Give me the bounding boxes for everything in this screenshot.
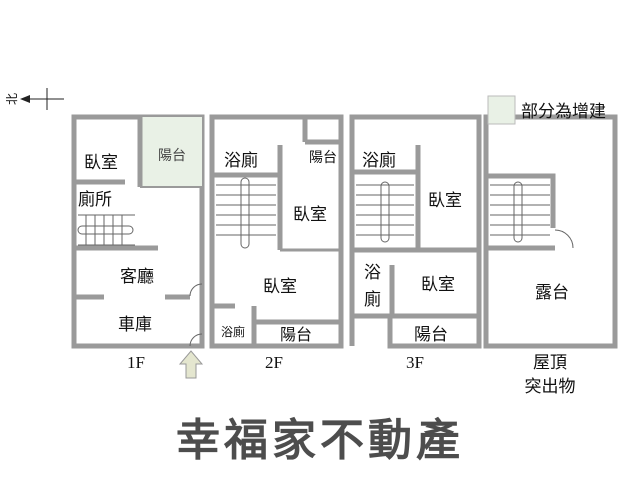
3f-bathroom: 浴廁 bbox=[362, 150, 396, 171]
legend-label: 部分為增建 bbox=[521, 102, 606, 122]
1f-label: 1F bbox=[127, 353, 145, 372]
1f-living-room: 客廳 bbox=[120, 267, 154, 287]
1f-stairs bbox=[77, 214, 135, 246]
2f-bathroom: 浴廁 bbox=[224, 150, 258, 171]
roof-door bbox=[554, 229, 574, 249]
3f-label: 3F bbox=[406, 353, 424, 372]
watermark: 幸福家不動產 bbox=[176, 415, 464, 466]
roof-label-line1: 屋頂 bbox=[533, 353, 567, 372]
stairs bbox=[77, 177, 574, 347]
2f-bedroom-right: 臥室 bbox=[293, 205, 327, 225]
1f-toilet: 廁所 bbox=[78, 189, 112, 210]
1f-doors bbox=[189, 283, 203, 347]
2f-balcony-bottom: 陽台 bbox=[280, 325, 312, 344]
roof-label-line2: 突出物 bbox=[525, 377, 576, 396]
3f-bath-char1: 浴 bbox=[364, 263, 381, 283]
3f-bath-char2: 廁 bbox=[364, 289, 381, 310]
roof-terrace: 露台 bbox=[535, 283, 569, 303]
2f-bedroom-main: 臥室 bbox=[263, 277, 297, 297]
2f-stairs bbox=[216, 177, 276, 249]
north-label: 北 bbox=[5, 93, 19, 105]
1f-garage: 車庫 bbox=[118, 315, 152, 335]
2f-bathroom-small: 浴廁 bbox=[221, 324, 245, 339]
1f-balcony: 陽台 bbox=[158, 148, 186, 164]
3f-balcony: 陽台 bbox=[414, 325, 448, 345]
2f-balcony-top: 陽台 bbox=[309, 150, 337, 166]
3f-stairs bbox=[356, 181, 414, 243]
1f-bedroom: 臥室 bbox=[84, 153, 118, 173]
roof-stairs bbox=[490, 181, 550, 243]
entrance-arrow-icon bbox=[178, 350, 204, 379]
3f-bedroom-upper: 臥室 bbox=[428, 191, 462, 211]
2f-label: 2F bbox=[265, 353, 283, 372]
1f-addition-area bbox=[140, 117, 202, 187]
legend-swatch bbox=[487, 95, 516, 125]
walls bbox=[71, 114, 618, 349]
north-arrow: 北 bbox=[5, 88, 64, 110]
3f-bedroom-lower: 臥室 bbox=[421, 275, 455, 295]
